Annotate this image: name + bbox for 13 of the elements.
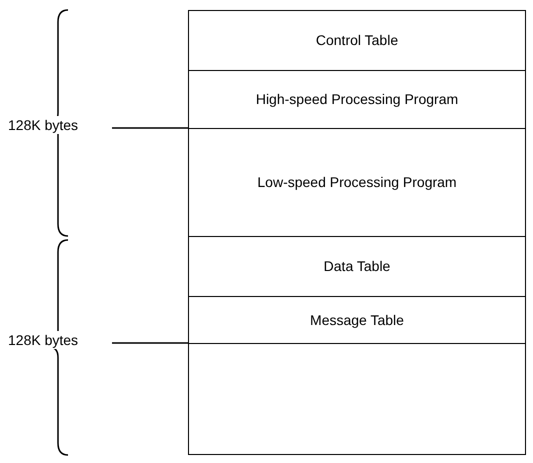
memory-region	[188, 10, 526, 70]
memory-region	[188, 70, 526, 128]
region-label: Data Table	[324, 257, 390, 276]
region-label: Message Table	[310, 310, 404, 330]
memory-region	[188, 296, 526, 343]
memory-region	[188, 236, 526, 296]
region-label: High-speed Processing Program	[256, 90, 458, 109]
region-label: Control Table	[316, 31, 398, 50]
empty-region	[188, 343, 526, 455]
size-label: 128K bytes	[8, 116, 78, 134]
memory-region	[188, 128, 526, 236]
region-label: Low-speed Processing Program	[257, 173, 457, 192]
size-label: 128K bytes	[8, 331, 78, 349]
